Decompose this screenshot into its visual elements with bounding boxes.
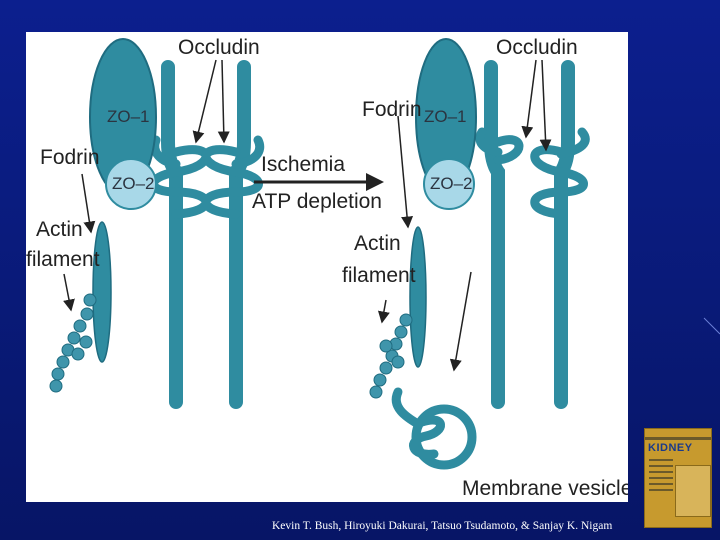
decorative-line — [0, 0, 720, 540]
